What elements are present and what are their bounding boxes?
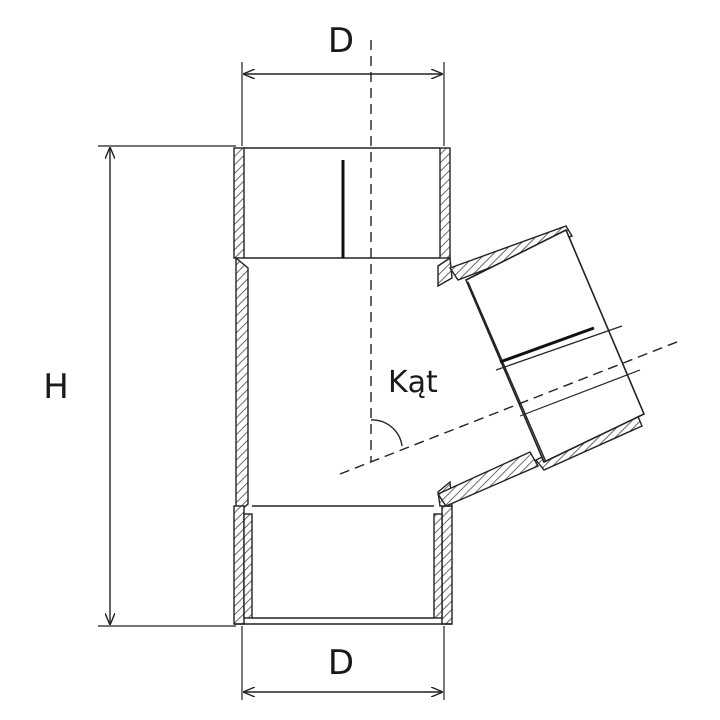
angle-label: Kąt <box>388 365 438 400</box>
extension-lines <box>98 62 445 700</box>
main-pipe-outline <box>234 147 452 625</box>
diameter-label-top: D <box>328 21 354 61</box>
angle-arc <box>370 419 403 447</box>
height-label: H <box>43 367 69 407</box>
branch-pipe <box>436 225 646 507</box>
diameter-label-bottom: D <box>328 643 354 683</box>
center-line-branch <box>339 339 683 475</box>
